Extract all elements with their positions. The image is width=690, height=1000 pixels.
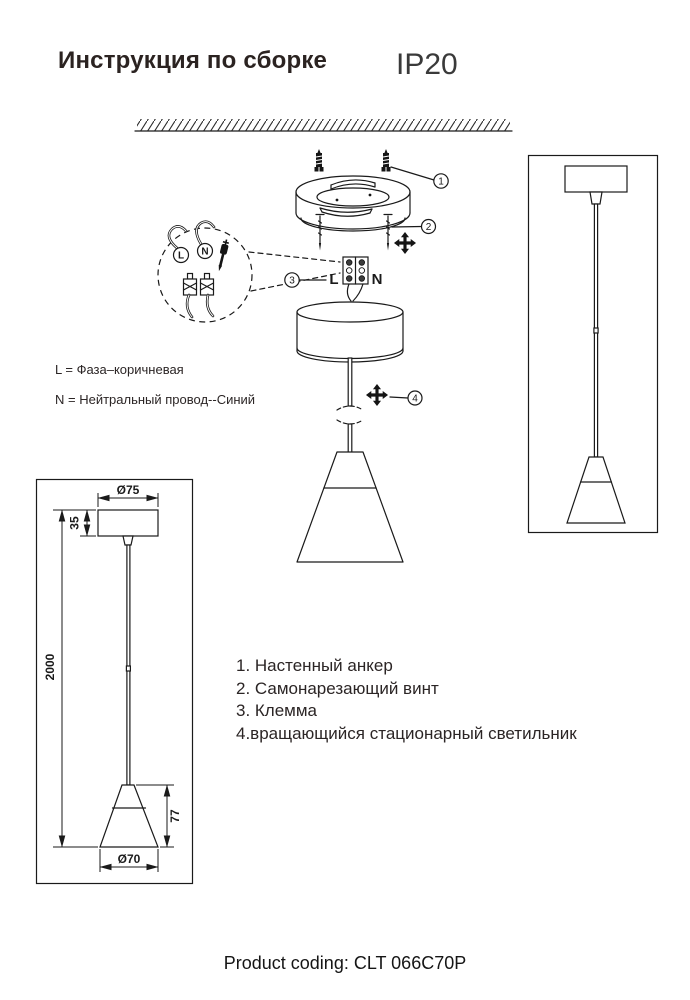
parts-list-item: 1. Настенный анкер (236, 656, 393, 675)
shade-height-label: 77 (168, 809, 182, 823)
dim-shade-diameter: Ø70 (99, 849, 159, 872)
dim-cone (99, 784, 159, 848)
callout-terminal-number: 3 (289, 276, 295, 287)
wall-anchor-icon (314, 149, 324, 172)
terminal-block: L N (329, 256, 383, 302)
callout-fixture-number: 4 (412, 394, 418, 405)
detail-neutral-label: N (201, 247, 208, 258)
detail-phase-label: L (178, 251, 184, 262)
four-way-arrow-icon (393, 231, 417, 255)
screwdriver-icon (218, 239, 229, 272)
canopy-diameter-label: Ø75 (117, 483, 140, 497)
wiring-detail-circle: L N (157, 220, 253, 323)
product-coding: Product coding: CLT 066C70P (223, 953, 467, 973)
wire-legend-neutral: N = Нейтральный провод--Синий (55, 392, 256, 407)
dim-canopy-height: 35 (68, 509, 96, 537)
dimension-drawing: Ø75 35 2000 77 Ø70 (35, 478, 194, 885)
dim-canopy (97, 509, 159, 546)
suspension-length-label: 2000 (43, 653, 57, 680)
rod-joint (125, 665, 132, 672)
assembly-exploded-view: 1 (134, 119, 513, 563)
parts-list-item: 3. Клемма (236, 701, 318, 720)
screw-icon (383, 213, 393, 251)
rod-break (336, 405, 364, 425)
terminal-neutral-label: N (372, 271, 383, 288)
dim-shade-height: 77 (136, 784, 182, 848)
ip-rating: IP20 (396, 48, 458, 81)
dim-suspension-length: 2000 (43, 509, 98, 848)
four-way-arrow-icon (365, 383, 389, 407)
wire-connector-icon (199, 272, 215, 296)
page-title: Инструкция по сборке (58, 47, 328, 74)
wire-connector-icon (182, 272, 198, 296)
suspension-rod (347, 423, 353, 454)
callout-anchor-number: 1 (438, 177, 444, 188)
cone-shade (296, 451, 404, 563)
canopy (296, 301, 404, 363)
terminal-phase-label: L (329, 271, 338, 288)
callout-fixture: 4 (389, 390, 423, 406)
callout-screw-number: 2 (426, 222, 432, 233)
parts-list-item: 4.вращающийся стационарный светильник (236, 723, 577, 743)
shade-diameter-label: Ø70 (118, 852, 141, 866)
suspension-rod (347, 357, 353, 407)
callout-anchor: 1 (390, 166, 449, 189)
callout-screw: 2 (391, 218, 437, 235)
callout-terminal: 3 (284, 272, 327, 288)
dim-canopy-diameter: Ø75 (97, 483, 159, 507)
screw-icon (315, 213, 325, 251)
assembled-view (527, 154, 659, 534)
ceiling-hatch (134, 119, 513, 132)
dim-rod (126, 544, 131, 786)
parts-list-item: 2. Самонарезающий винт (236, 678, 439, 698)
mount-ring (295, 175, 411, 232)
assembled-lamp (564, 165, 628, 524)
wall-anchor-icon (381, 149, 391, 172)
parts-list: 1. Настенный анкер 2. Самонарезающий вин… (236, 655, 577, 745)
canopy-height-label: 35 (68, 516, 82, 530)
detail-leader-line (248, 251, 341, 263)
wire-legend-phase: L = Фаза–коричневая (55, 362, 184, 377)
